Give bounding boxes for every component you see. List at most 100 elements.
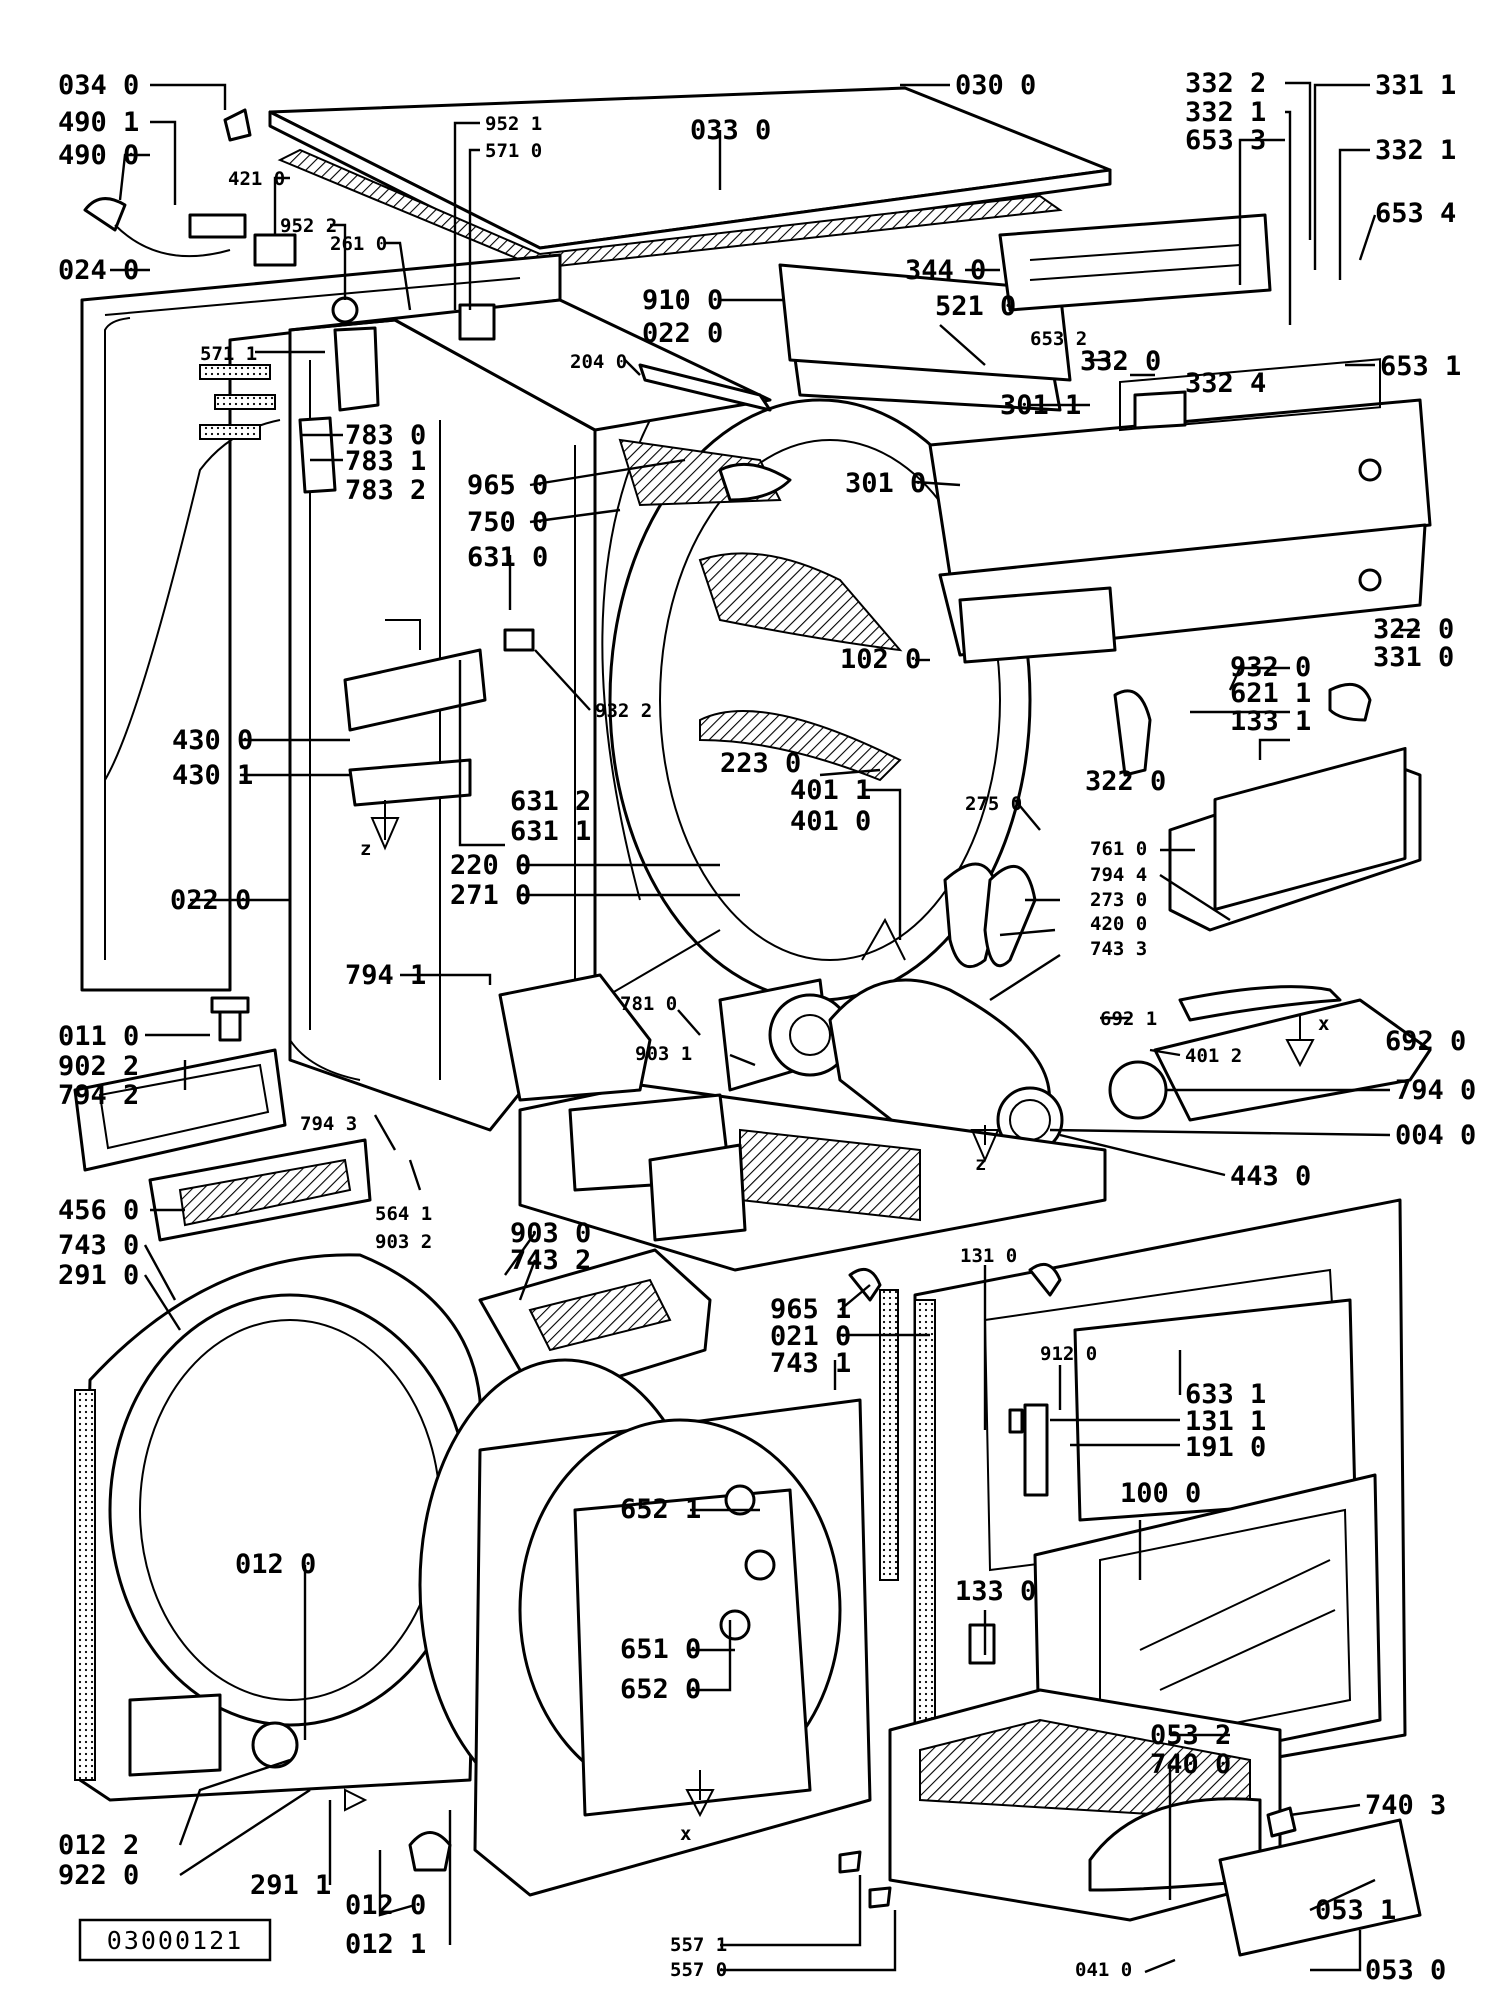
part-label: 011 0 — [58, 1021, 139, 1052]
part-label: 024 0 — [58, 255, 139, 286]
part-label: 041 0 — [1075, 1959, 1132, 1981]
leader-lines — [110, 81, 1420, 1974]
part-label: 903 2 — [375, 1231, 432, 1253]
part-label: 133 1 — [1230, 706, 1311, 737]
part-label: 034 0 — [58, 70, 139, 101]
part-label: 557 0 — [670, 1959, 727, 1981]
part-label: 053 1 — [1315, 1895, 1396, 1926]
part-label: 783 2 — [345, 475, 426, 506]
part-label: 633 1 — [1185, 1379, 1266, 1410]
part-label: 401 1 — [790, 775, 871, 806]
part-label: 131 0 — [960, 1245, 1017, 1267]
part-label: 053 0 — [1365, 1955, 1446, 1986]
figure-id: 03000121 — [107, 1926, 243, 1955]
container-cover — [1218, 1818, 1422, 1957]
part-label: 331 0 — [1373, 642, 1454, 673]
part-label: 794 1 — [345, 960, 426, 991]
part-label: 922 0 — [58, 1860, 139, 1891]
part-label: 022 0 — [170, 885, 251, 916]
part-label: 743 3 — [1090, 938, 1147, 960]
part-label: 750 0 — [467, 507, 548, 538]
air-duct — [498, 973, 652, 1102]
part-label: 204 0 — [570, 351, 627, 373]
part-label: 794 2 — [58, 1080, 139, 1111]
part-label: 965 1 — [770, 1294, 851, 1325]
direction-markers: z z x x — [344, 800, 1329, 1845]
part-label: 910 0 — [642, 285, 723, 316]
part-label: 740 0 — [1150, 1749, 1231, 1780]
figure-id-box: 03000121 — [78, 1918, 272, 1962]
part-label: 332 2 — [1185, 68, 1266, 99]
part-label: 912 0 — [1040, 1343, 1097, 1365]
part-label: 490 0 — [58, 140, 139, 171]
part-label: 420 0 — [1090, 913, 1147, 935]
part-label: 053 2 — [1150, 1720, 1231, 1751]
part-label: 652 0 — [620, 1674, 701, 1705]
top-lid — [268, 86, 1112, 250]
part-label: 631 1 — [510, 816, 591, 847]
part-label: 030 0 — [955, 70, 1036, 101]
part-labels: 034 0 490 1 490 0 024 0 421 0 952 2 571 … — [58, 68, 1476, 1986]
part-label: 903 1 — [635, 1043, 692, 1065]
part-label: 273 0 — [1090, 889, 1147, 911]
foot — [408, 1831, 452, 1872]
pcb — [998, 213, 1272, 312]
part-label: 301 0 — [845, 468, 926, 499]
part-label: 344 0 — [905, 255, 986, 286]
part-label: 932 2 — [595, 700, 652, 722]
part-label: 743 2 — [510, 1245, 591, 1276]
part-label: 430 1 — [172, 760, 253, 791]
part-label: 322 0 — [1373, 614, 1454, 645]
part-label: 743 0 — [58, 1230, 139, 1261]
part-label: 331 1 — [1375, 70, 1456, 101]
part-label: 133 0 — [955, 1576, 1036, 1607]
part-label: 322 0 — [1085, 766, 1166, 797]
marker-z-2: z — [975, 1153, 986, 1175]
part-label: 903 0 — [510, 1218, 591, 1249]
gasket-ring — [1108, 1060, 1168, 1120]
part-label: 794 0 — [1395, 1075, 1476, 1106]
door-lock — [333, 326, 380, 412]
part-label: 012 0 — [235, 1549, 316, 1580]
part-label: 794 3 — [300, 1113, 357, 1135]
part-label: 571 1 — [200, 343, 257, 365]
part-label: 653 1 — [1380, 351, 1461, 382]
part-label: 012 1 — [345, 1929, 426, 1960]
part-label: 332 1 — [1375, 135, 1456, 166]
part-label: 291 1 — [250, 1870, 331, 1901]
part-label: 965 0 — [467, 470, 548, 501]
part-label: 301 1 — [1000, 390, 1081, 421]
valve-assembly — [343, 648, 487, 732]
part-label: 430 0 — [172, 725, 253, 756]
display-window — [958, 586, 1117, 664]
part-label: 932 0 — [1230, 652, 1311, 683]
bearing — [251, 1721, 299, 1769]
part-label: 743 1 — [770, 1348, 851, 1379]
part-label: 651 0 — [620, 1634, 701, 1665]
part-label: 783 0 — [345, 420, 426, 451]
part-label: 631 2 — [510, 786, 591, 817]
part-label: 783 1 — [345, 446, 426, 477]
part-label: 652 1 — [620, 1494, 701, 1525]
part-label: 102 0 — [840, 644, 921, 675]
part-label: 332 0 — [1080, 346, 1161, 377]
part-label: 261 0 — [330, 233, 387, 255]
part-label: 022 0 — [642, 318, 723, 349]
part-label: 692 0 — [1385, 1026, 1466, 1057]
part-label: 332 1 — [1185, 97, 1266, 128]
part-label: 564 1 — [375, 1203, 432, 1225]
part-label: 401 0 — [790, 806, 871, 837]
part-label: 021 0 — [770, 1321, 851, 1352]
part-label: 332 4 — [1185, 368, 1266, 399]
part-label: 952 1 — [485, 113, 542, 135]
part-label: 761 0 — [1090, 838, 1147, 860]
power-cord-plug — [83, 197, 127, 232]
part-label: 456 0 — [58, 1195, 139, 1226]
part-label: 653 2 — [1030, 328, 1087, 350]
part-label: 740 3 — [1365, 1790, 1446, 1821]
control-console — [928, 398, 1432, 577]
part-label: 191 0 — [1185, 1432, 1266, 1463]
cross-member — [638, 363, 772, 412]
part-label: 794 4 — [1090, 864, 1147, 886]
